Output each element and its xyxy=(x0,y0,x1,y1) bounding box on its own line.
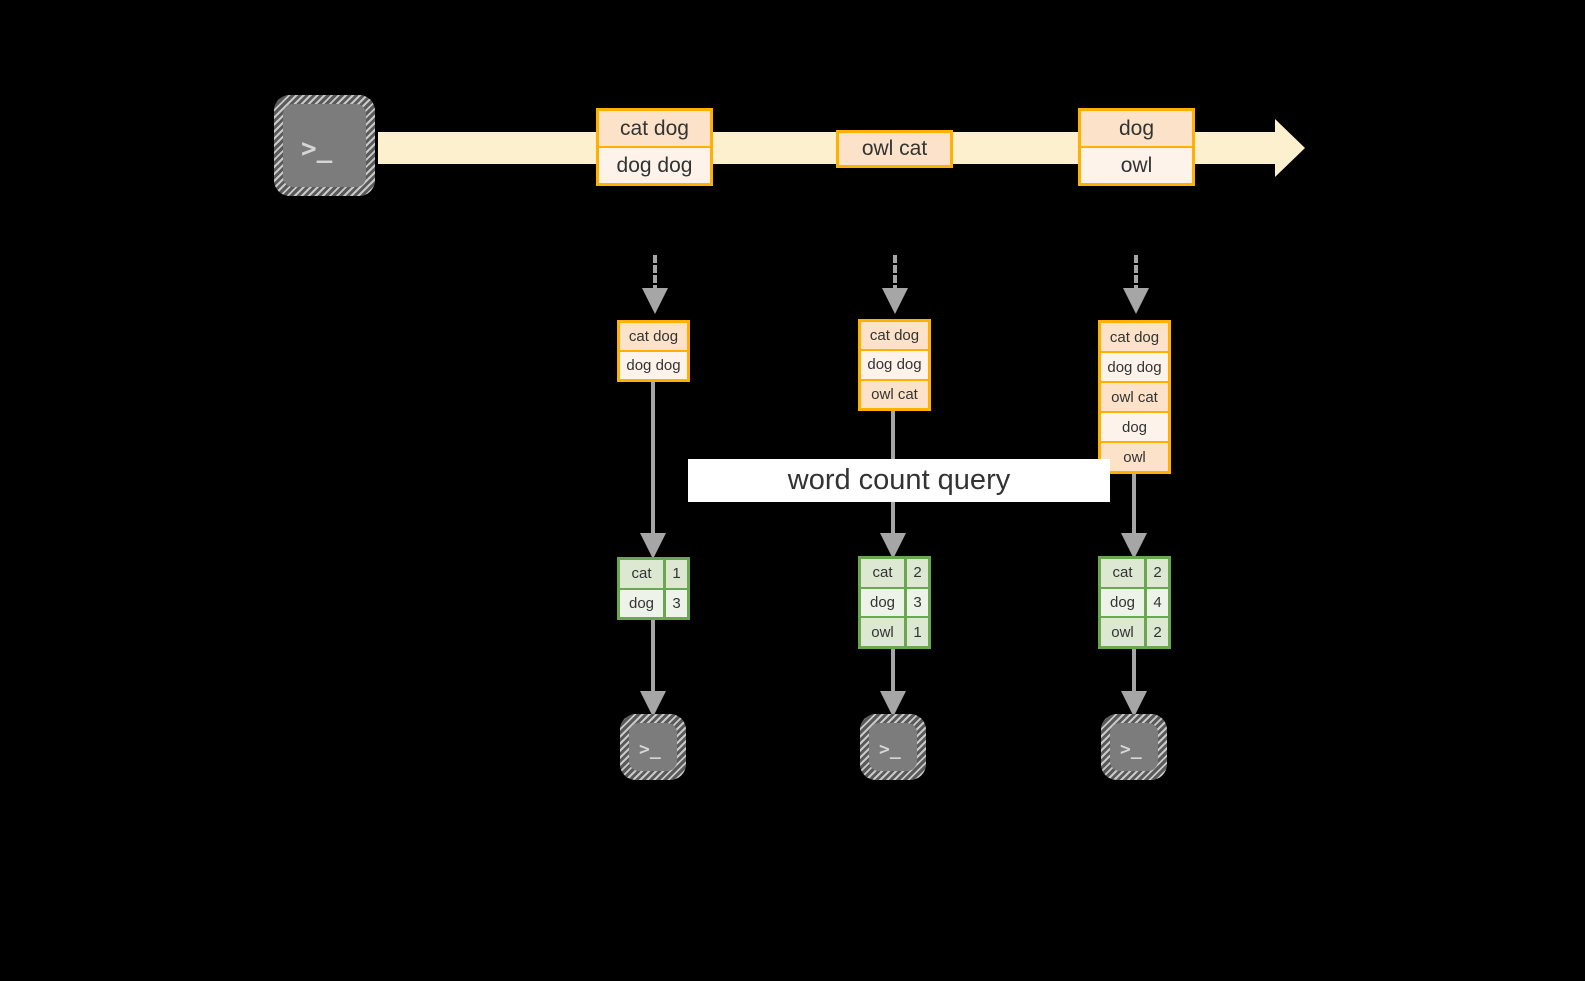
result-count: 2 xyxy=(904,559,928,587)
query-label-banner: word count query xyxy=(688,459,1110,502)
dashed-connector-column-3 xyxy=(1134,255,1138,293)
result-word: dog xyxy=(1101,588,1144,617)
sink-terminal-icon-column-2[interactable]: >_ xyxy=(860,714,926,780)
table-row: dog 3 xyxy=(861,586,928,617)
sink-connector-arrowhead-column-2 xyxy=(880,691,906,717)
table-row: cat 1 xyxy=(620,560,687,588)
result-table-column-3[interactable]: cat 2 dog 4 owl 2 xyxy=(1098,556,1171,649)
sink-connector-column-3 xyxy=(1132,649,1136,695)
stream-batch-3-line-1: dog xyxy=(1081,111,1192,146)
result-word: dog xyxy=(620,589,663,617)
table-row: owl 1 xyxy=(861,616,928,646)
stream-batch-1-line-2: dog dog xyxy=(599,146,710,183)
accumulated-row: dog xyxy=(1101,411,1168,441)
table-row: cat 2 xyxy=(1101,559,1168,587)
accumulated-row: dog dog xyxy=(620,350,687,379)
terminal-prompt-glyph: >_ xyxy=(301,134,333,164)
terminal-screen xyxy=(283,104,366,187)
dashed-connector-arrowhead-column-1 xyxy=(642,288,668,314)
event-stream-arrow-head xyxy=(1275,119,1305,177)
terminal-screen xyxy=(629,723,677,771)
accumulated-records-column-3[interactable]: cat dog dog dog owl cat dog owl xyxy=(1098,320,1171,474)
query-connector-arrowhead-column-3 xyxy=(1121,533,1147,559)
accumulated-row: dog dog xyxy=(861,349,928,379)
accumulated-records-column-2[interactable]: cat dog dog dog owl cat xyxy=(858,319,931,411)
result-word: cat xyxy=(861,559,904,587)
sink-connector-column-1 xyxy=(651,620,655,695)
accumulated-row: cat dog xyxy=(861,322,928,350)
accumulated-row: cat dog xyxy=(1101,323,1168,351)
result-word: cat xyxy=(620,560,663,588)
terminal-prompt-glyph: >_ xyxy=(639,739,661,760)
result-count: 3 xyxy=(663,589,687,617)
table-row: owl 2 xyxy=(1101,616,1168,646)
stream-batch-2-line-1: owl cat xyxy=(839,133,950,165)
result-count: 1 xyxy=(904,618,928,646)
table-row: dog 4 xyxy=(1101,586,1168,617)
result-count: 1 xyxy=(663,560,687,588)
sink-terminal-icon-column-1[interactable]: >_ xyxy=(620,714,686,780)
dashed-connector-arrowhead-column-2 xyxy=(882,288,908,314)
terminal-screen xyxy=(1110,723,1158,771)
terminal-prompt-glyph: >_ xyxy=(1120,739,1142,760)
terminal-prompt-glyph: >_ xyxy=(879,739,901,760)
table-row: cat 2 xyxy=(861,559,928,587)
stream-batch-1-line-1: cat dog xyxy=(599,111,710,146)
query-connector-column-3 xyxy=(1132,474,1136,537)
accumulated-row: owl xyxy=(1101,441,1168,471)
result-count: 2 xyxy=(1144,559,1168,587)
sink-connector-column-2 xyxy=(891,649,895,695)
stream-batch-1[interactable]: cat dog dog dog xyxy=(596,108,713,186)
dashed-connector-column-1 xyxy=(653,255,657,293)
table-row: dog 3 xyxy=(620,587,687,617)
result-count: 2 xyxy=(1144,618,1168,646)
accumulated-row: dog dog xyxy=(1101,351,1168,381)
dashed-connector-column-2 xyxy=(893,255,897,293)
stream-batch-2[interactable]: owl cat xyxy=(836,130,953,168)
accumulated-records-column-1[interactable]: cat dog dog dog xyxy=(617,320,690,382)
result-word: cat xyxy=(1101,559,1144,587)
accumulated-row: owl cat xyxy=(1101,381,1168,411)
stream-batch-3-line-2: owl xyxy=(1081,146,1192,183)
result-count: 3 xyxy=(904,588,928,617)
query-connector-column-1 xyxy=(651,382,655,537)
result-table-column-1[interactable]: cat 1 dog 3 xyxy=(617,557,690,620)
query-label-text: word count query xyxy=(787,464,1011,496)
accumulated-row: cat dog xyxy=(620,323,687,350)
query-connector-arrowhead-column-2 xyxy=(880,533,906,559)
result-word: owl xyxy=(1101,618,1144,646)
result-word: owl xyxy=(861,618,904,646)
sink-terminal-icon-column-3[interactable]: >_ xyxy=(1101,714,1167,780)
result-count: 4 xyxy=(1144,588,1168,617)
stream-batch-3[interactable]: dog owl xyxy=(1078,108,1195,186)
sink-connector-arrowhead-column-3 xyxy=(1121,691,1147,717)
query-connector-arrowhead-column-1 xyxy=(640,533,666,559)
sink-connector-arrowhead-column-1 xyxy=(640,691,666,717)
terminal-screen xyxy=(869,723,917,771)
dashed-connector-arrowhead-column-3 xyxy=(1123,288,1149,314)
source-terminal-icon[interactable]: >_ xyxy=(274,95,375,196)
result-table-column-2[interactable]: cat 2 dog 3 owl 1 xyxy=(858,556,931,649)
result-word: dog xyxy=(861,588,904,617)
accumulated-row: owl cat xyxy=(861,378,928,408)
